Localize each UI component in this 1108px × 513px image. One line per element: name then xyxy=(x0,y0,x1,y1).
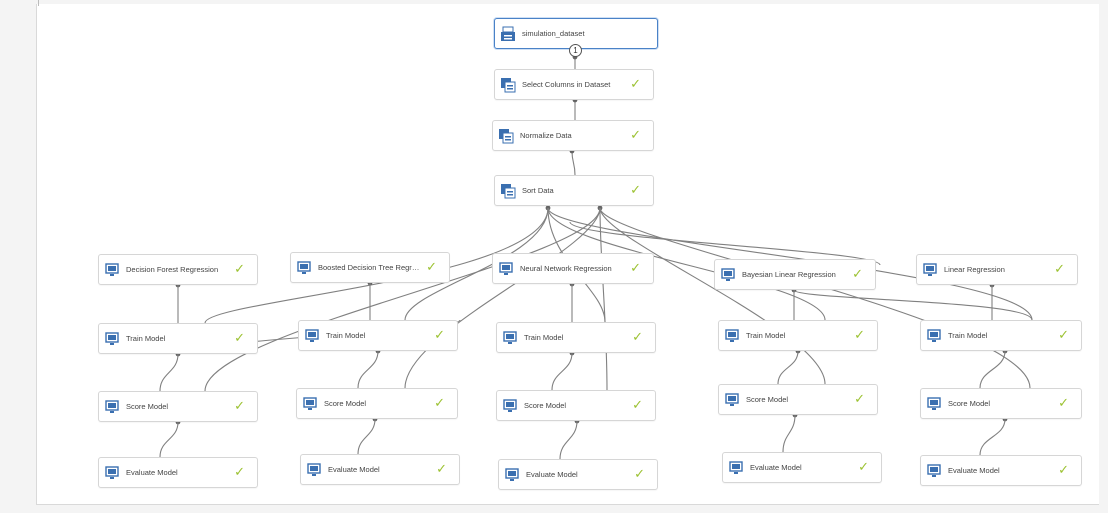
status-check-icon: ✓ xyxy=(234,399,245,414)
status-check-icon: ✓ xyxy=(632,398,643,413)
evaluate-model-node[interactable]: Evaluate Model ✓ xyxy=(722,452,882,483)
boosted-decision-tree-regression-node[interactable]: Boosted Decision Tree Regre... ✓ xyxy=(290,252,450,283)
status-check-icon: ✓ xyxy=(1054,262,1065,277)
score-model-label: Score Model xyxy=(524,401,567,410)
status-check-icon: ✓ xyxy=(630,128,641,143)
monitor-icon xyxy=(724,392,740,408)
score-model-label: Score Model xyxy=(746,395,789,404)
score-model-node[interactable]: Score Model ✓ xyxy=(718,384,878,415)
monitor-icon xyxy=(502,398,518,414)
dataset-node[interactable]: simulation_dataset xyxy=(494,18,658,49)
evaluate-model-label: Evaluate Model xyxy=(750,463,802,472)
status-check-icon: ✓ xyxy=(854,328,865,343)
select-columns-label: Select Columns in Dataset xyxy=(522,80,611,89)
train-model-node[interactable]: Train Model ✓ xyxy=(920,320,1082,351)
monitor-icon xyxy=(724,328,740,344)
status-check-icon: ✓ xyxy=(630,77,641,92)
model-label: Decision Forest Regression xyxy=(126,265,219,274)
status-check-icon: ✓ xyxy=(854,392,865,407)
sort-data-node[interactable]: Sort Data ✓ xyxy=(494,175,654,206)
dataset-icon xyxy=(500,26,516,42)
status-check-icon: ✓ xyxy=(426,260,437,275)
train-model-label: Train Model xyxy=(948,331,988,340)
train-model-label: Train Model xyxy=(326,331,366,340)
monitor-icon xyxy=(926,328,942,344)
status-check-icon: ✓ xyxy=(1058,328,1069,343)
model-label: Boosted Decision Tree Regre... xyxy=(318,263,423,272)
score-model-label: Score Model xyxy=(126,402,169,411)
train-model-label: Train Model xyxy=(126,334,166,343)
neural-network-regression-node[interactable]: Neural Network Regression ✓ xyxy=(492,253,654,284)
monitor-icon xyxy=(104,331,120,347)
monitor-icon xyxy=(498,261,514,277)
module-icon xyxy=(498,128,514,144)
status-check-icon: ✓ xyxy=(234,331,245,346)
model-label: Neural Network Regression xyxy=(520,264,612,273)
monitor-icon xyxy=(720,267,736,283)
model-label: Bayesian Linear Regression xyxy=(742,270,836,279)
status-check-icon: ✓ xyxy=(630,183,641,198)
bayesian-linear-regression-node[interactable]: Bayesian Linear Regression ✓ xyxy=(714,259,876,290)
status-check-icon: ✓ xyxy=(434,328,445,343)
train-model-label: Train Model xyxy=(746,331,786,340)
status-check-icon: ✓ xyxy=(630,261,641,276)
score-model-node[interactable]: Score Model ✓ xyxy=(920,388,1082,419)
module-icon xyxy=(500,183,516,199)
monitor-icon xyxy=(104,399,120,415)
train-model-label: Train Model xyxy=(524,333,564,342)
train-model-node[interactable]: Train Model ✓ xyxy=(496,322,656,353)
dataset-label: simulation_dataset xyxy=(522,29,585,38)
train-model-node[interactable]: Train Model ✓ xyxy=(298,320,458,351)
evaluate-model-node[interactable]: Evaluate Model ✓ xyxy=(920,455,1082,486)
monitor-icon xyxy=(302,396,318,412)
normalize-data-node[interactable]: Normalize Data ✓ xyxy=(492,120,654,151)
model-label: Linear Regression xyxy=(944,265,1005,274)
monitor-icon xyxy=(728,460,744,476)
status-check-icon: ✓ xyxy=(852,267,863,282)
linear-regression-node[interactable]: Linear Regression ✓ xyxy=(916,254,1078,285)
evaluate-model-node[interactable]: Evaluate Model ✓ xyxy=(98,457,258,488)
status-check-icon: ✓ xyxy=(1058,396,1069,411)
monitor-icon xyxy=(104,262,120,278)
evaluate-model-label: Evaluate Model xyxy=(526,470,578,479)
module-icon xyxy=(500,77,516,93)
output-port-badge[interactable]: 1 xyxy=(569,44,582,57)
score-model-node[interactable]: Score Model ✓ xyxy=(98,391,258,422)
monitor-icon xyxy=(926,463,942,479)
train-model-node[interactable]: Train Model ✓ xyxy=(718,320,878,351)
train-model-node[interactable]: Train Model ✓ xyxy=(98,323,258,354)
evaluate-model-label: Evaluate Model xyxy=(328,465,380,474)
status-check-icon: ✓ xyxy=(234,262,245,277)
monitor-icon xyxy=(296,260,312,276)
status-check-icon: ✓ xyxy=(436,462,447,477)
score-model-node[interactable]: Score Model ✓ xyxy=(496,390,656,421)
status-check-icon: ✓ xyxy=(1058,463,1069,478)
status-check-icon: ✓ xyxy=(632,330,643,345)
canvas-edge-mark xyxy=(38,0,39,6)
monitor-icon xyxy=(922,262,938,278)
normalize-data-label: Normalize Data xyxy=(520,131,572,140)
status-check-icon: ✓ xyxy=(634,467,645,482)
score-model-label: Score Model xyxy=(948,399,991,408)
decision-forest-regression-node[interactable]: Decision Forest Regression ✓ xyxy=(98,254,258,285)
evaluate-model-node[interactable]: Evaluate Model ✓ xyxy=(300,454,460,485)
monitor-icon xyxy=(502,330,518,346)
evaluate-model-label: Evaluate Model xyxy=(948,466,1000,475)
status-check-icon: ✓ xyxy=(434,396,445,411)
select-columns-node[interactable]: Select Columns in Dataset ✓ xyxy=(494,69,654,100)
status-check-icon: ✓ xyxy=(858,460,869,475)
monitor-icon xyxy=(304,328,320,344)
status-check-icon: ✓ xyxy=(234,465,245,480)
sort-data-label: Sort Data xyxy=(522,186,554,195)
monitor-icon xyxy=(306,462,322,478)
monitor-icon xyxy=(926,396,942,412)
evaluate-model-label: Evaluate Model xyxy=(126,468,178,477)
evaluate-model-node[interactable]: Evaluate Model ✓ xyxy=(498,459,658,490)
score-model-node[interactable]: Score Model ✓ xyxy=(296,388,458,419)
monitor-icon xyxy=(504,467,520,483)
score-model-label: Score Model xyxy=(324,399,367,408)
monitor-icon xyxy=(104,465,120,481)
